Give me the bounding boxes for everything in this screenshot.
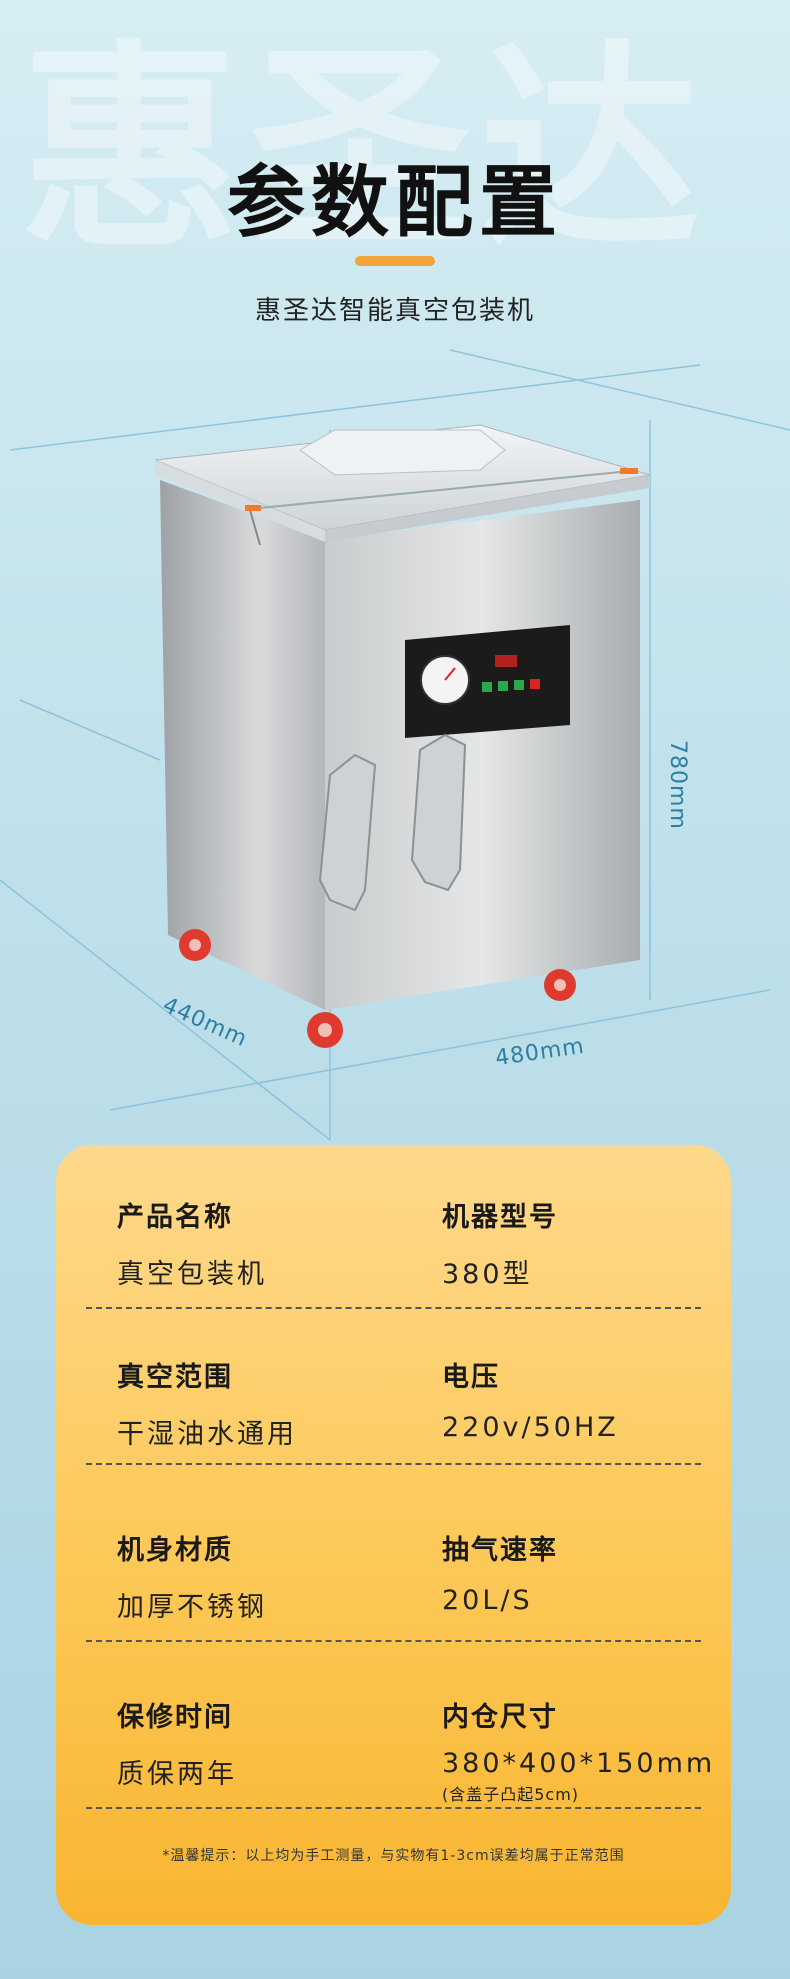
spec-note: (含盖子凸起5cm) [442,1785,580,1804]
page-title: 参数配置 [226,158,563,248]
measurement-disclaimer: *温馨提示：以上均为手工测量，与实物有1-3cm误差均属于正常范围 [162,1848,625,1864]
height-dimension-label: 780mm [665,740,690,830]
dashed-divider [86,1463,701,1465]
spec-label: 产品名称 [117,1202,233,1233]
spec-value: 真空包装机 [117,1259,267,1290]
spec-value: 干湿油水通用 [117,1419,297,1450]
spec-label: 抽气速率 [442,1535,558,1566]
vacuum-packing-machine-illustration [154,424,651,1048]
spec-card: 产品名称真空包装机 机器型号 380型 真空范围干湿油水通用 电压 220v/50H… [56,1145,731,1925]
spec-value: 220v/50HZ [442,1412,619,1443]
spec-label: 机身材质 [117,1535,233,1566]
spec-label: 内仓尺寸 [442,1702,558,1733]
spec-label: 保修时间 [117,1702,233,1733]
spec-label: 真空范围 [117,1362,233,1393]
title-underline [355,256,435,266]
spec-label: 机器型号 [442,1202,558,1233]
brand-watermark: 惠圣达 [20,30,711,270]
dashed-divider [86,1640,701,1642]
spec-value: 质保两年 [117,1759,237,1790]
dashed-divider [86,1807,701,1809]
spec-label: 电压 [442,1362,500,1393]
dashed-divider [86,1307,701,1309]
spec-value: 380型 [442,1259,533,1290]
spec-value: 20L/S [442,1585,533,1616]
spec-value: 加厚不锈钢 [117,1592,267,1623]
spec-value: 380*400*150mm [442,1748,716,1779]
page-subtitle: 惠圣达智能真空包装机 [254,296,535,326]
